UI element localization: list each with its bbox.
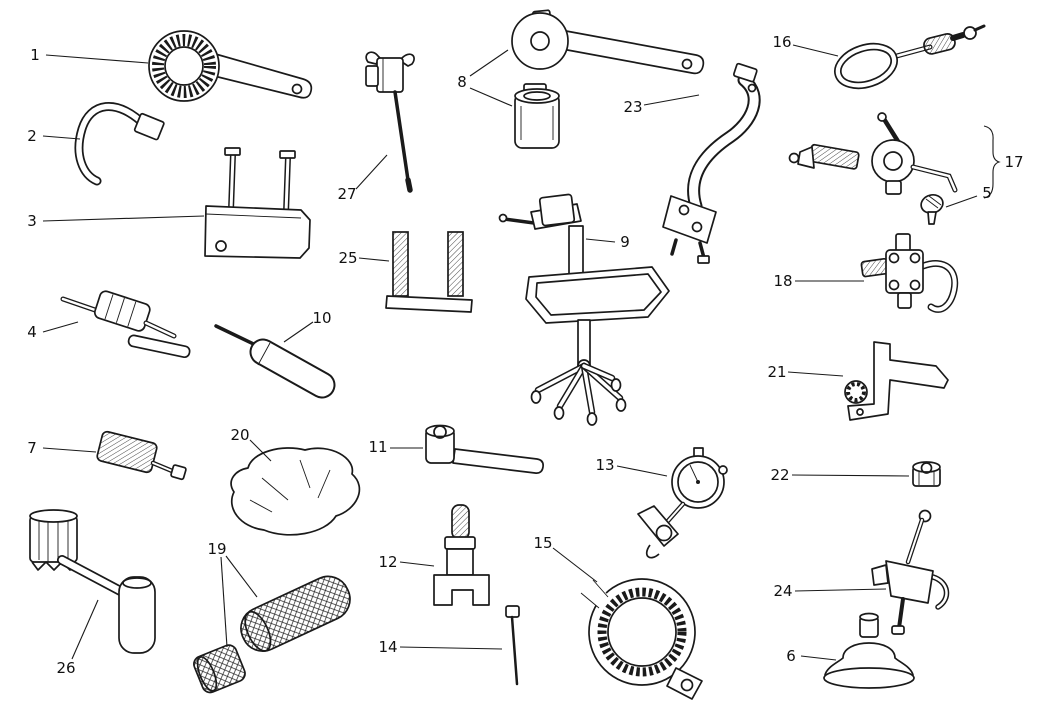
callout-26: 26 [56,659,75,677]
callout-12: 12 [378,553,397,571]
tool-5-small-part [920,194,944,225]
callout-24: 24 [773,582,792,600]
callout-1: 1 [30,46,40,64]
callout-21: 21 [767,363,786,381]
tool-19-mesh-sleeves [193,575,351,694]
callout-5: 5 [982,184,992,202]
tool-1-filter-wrench [148,30,313,102]
tool-6-suction-base [823,612,915,689]
tool-7-knurled-tool [96,430,187,481]
tool-25-fork-plates [385,231,473,313]
callout-11: 11 [368,438,387,456]
tool-27-gauge-rod [365,51,415,193]
tool-9-work-stand [498,193,670,426]
tool-18-assembly [860,233,959,313]
tool-4-puller [60,290,191,359]
callout-7: 7 [27,439,37,457]
tool-23-curved-bracket [662,62,761,264]
callout-27: 27 [337,185,356,203]
bracket-17-icon [983,125,1001,199]
callout-labels: 1 2 3 4 5 6 7 8 9 10 11 12 13 14 15 16 1… [27,33,1023,677]
callout-22: 22 [770,466,789,484]
callout-2: 2 [27,127,37,145]
tool-22-nut [912,461,941,487]
tool-3-stud-plate [204,147,311,259]
callout-8: 8 [457,73,467,91]
leader-lines [42,44,1001,661]
tool-24-clamp-tool [871,509,950,635]
callout-18: 18 [773,272,792,290]
tool-10-drift-punch [214,324,336,399]
tool-15-holding-tool [576,577,703,700]
tool-26-crank-handle [29,509,156,654]
tool-17-assembly [788,112,958,195]
callout-13: 13 [595,456,614,474]
callout-3: 3 [27,212,37,230]
callout-19: 19 [207,540,226,558]
callout-23: 23 [623,98,642,116]
tool-11-socket-wrench [425,424,544,474]
tool-16-inspection-loop [834,24,986,90]
tool-20-protective-cover [230,447,361,536]
callout-9: 9 [620,233,630,251]
callout-4: 4 [27,323,37,341]
callout-10: 10 [312,309,331,327]
tool-14-pin [505,605,520,686]
tool-12-stepped-tool [433,504,490,606]
callout-20: 20 [230,426,249,444]
callout-6: 6 [786,647,796,665]
callout-14: 14 [378,638,397,656]
tool-21-bracket-tool [844,341,949,421]
tool-13-dial-gauge [637,447,728,559]
callout-15: 15 [533,534,552,552]
callout-16: 16 [772,33,791,51]
tool-2-hose-clamp [74,102,165,186]
tool-8-wrench-and-socket [511,9,705,149]
callout-25: 25 [338,249,357,267]
callout-17: 17 [1004,153,1023,171]
